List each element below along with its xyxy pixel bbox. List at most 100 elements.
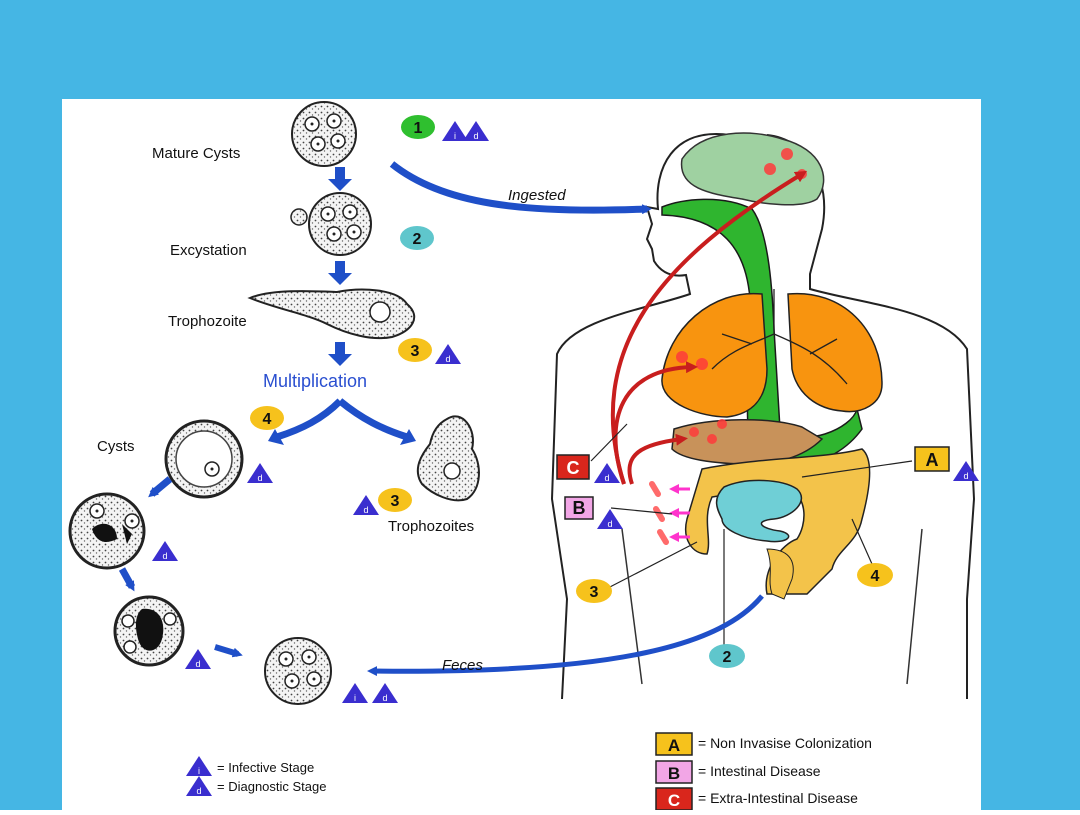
legend-c-letter: C xyxy=(668,791,680,810)
infective-triangle-1: i xyxy=(442,121,468,141)
diagnostic-triangle-multinucleate: d xyxy=(152,541,178,561)
ingested-arrow xyxy=(389,161,652,215)
label-box-b: B xyxy=(564,496,594,520)
arrow-cyst-to-nuclei xyxy=(148,476,173,498)
label-box-a: A xyxy=(914,446,950,472)
diagnostic-letter: d xyxy=(257,473,262,483)
life-cycle-diagram: Mature Cysts 1 i d Ingested Excystation … xyxy=(68,101,979,811)
infective-letter: i xyxy=(198,766,200,776)
trophozoite-image xyxy=(247,288,416,340)
badge-2-number: 2 xyxy=(723,649,732,666)
legend-infective: i = Infective Stage xyxy=(186,756,314,776)
arrow-nuclei-to-mature xyxy=(118,567,136,592)
excystation-image xyxy=(290,192,372,256)
diagnostic-letter: d xyxy=(382,693,387,703)
diagram-panel: Mature Cysts 1 i d Ingested Excystation … xyxy=(62,99,981,811)
diagnostic-letter: d xyxy=(473,131,478,141)
chromatoid-cyst-image xyxy=(113,595,185,667)
badge-4-body: 4 xyxy=(857,563,893,587)
diagnostic-letter: d xyxy=(196,786,201,796)
intestinal-arrows xyxy=(669,484,690,542)
legend-c: C = Extra-Intestinal Disease xyxy=(655,787,858,811)
diagnostic-letter: d xyxy=(607,519,612,529)
diagnostic-triangle-1: d xyxy=(463,121,489,141)
diagnostic-triangle-trophozoites: d xyxy=(353,495,379,515)
legend-a: A = Non Invasise Colonization xyxy=(655,732,872,756)
cecum-spots xyxy=(649,481,669,545)
multiplication-label: Multiplication xyxy=(263,371,367,391)
multinucleate-cyst-image xyxy=(68,492,146,570)
diagnostic-letter: d xyxy=(604,473,609,483)
badge-1: 1 xyxy=(401,115,435,139)
left-lung xyxy=(661,292,768,418)
badge-4-cycle: 4 xyxy=(250,406,284,430)
diagnostic-triangle-3: d xyxy=(435,344,461,364)
legend-diagnostic: d = Diagnostic Stage xyxy=(186,776,326,796)
legend-b-letter: B xyxy=(668,764,680,783)
badge-3-cycle: 3 xyxy=(398,338,432,362)
badge-3-number: 3 xyxy=(590,584,599,601)
label-box-c: C xyxy=(556,454,590,480)
cyst-image xyxy=(164,419,244,499)
diagnostic-letter: d xyxy=(195,659,200,669)
diagnostic-letter: d xyxy=(162,551,167,561)
infective-letter: i xyxy=(454,131,456,141)
badge-4-number: 4 xyxy=(263,411,272,428)
badge-4-number: 4 xyxy=(871,568,880,585)
label-b-letter: B xyxy=(573,498,586,518)
legend-a-text: = Non Invasise Colonization xyxy=(698,735,872,751)
split-arrowhead-right xyxy=(400,429,416,445)
small-intestine xyxy=(715,479,803,543)
badge-2-number: 2 xyxy=(413,231,422,248)
trophozoites-image xyxy=(416,415,480,502)
rectum xyxy=(766,548,794,600)
label-c-letter: C xyxy=(567,458,580,478)
stage-label-trophozoite: Trophozoite xyxy=(168,313,247,330)
infective-letter: i xyxy=(354,693,356,703)
ingested-label: Ingested xyxy=(508,187,566,204)
stage-label-trophozoites: Trophozoites xyxy=(388,518,474,535)
diagnostic-letter: d xyxy=(363,505,368,515)
badge-2-body: 2 xyxy=(709,644,745,668)
passed-mature-cyst-image xyxy=(264,637,332,705)
diagnostic-triangle-c: d xyxy=(594,463,620,483)
legend-infective-text: = Infective Stage xyxy=(217,760,314,775)
label-a-letter: A xyxy=(926,450,939,470)
legend-diagnostic-text: = Diagnostic Stage xyxy=(217,779,326,794)
cycle-down-arrows xyxy=(328,167,352,366)
lung-lesions xyxy=(676,351,708,370)
leader-lines xyxy=(590,423,913,647)
badge-2-cycle: 2 xyxy=(400,226,434,250)
liver xyxy=(671,419,824,465)
legend-a-letter: A xyxy=(668,736,680,755)
legend-b-text: = Intestinal Disease xyxy=(698,763,821,779)
stage-label-cysts: Cysts xyxy=(97,438,135,455)
extra-intestinal-arrows xyxy=(610,170,808,485)
badge-3-trophozoites: 3 xyxy=(378,488,412,512)
diagnostic-letter: d xyxy=(963,471,968,481)
mature-cyst-image xyxy=(291,101,357,167)
badge-3-body: 3 xyxy=(576,579,612,603)
trophozoites-nucleus xyxy=(443,462,461,480)
badge-3-number: 3 xyxy=(411,343,420,360)
feces-arrow xyxy=(367,594,764,677)
diagnostic-triangle-cysts: d xyxy=(247,463,273,483)
stage-label-excystation: Excystation xyxy=(170,242,247,259)
stage-label-mature-cysts: Mature Cysts xyxy=(152,145,240,162)
feces-label: Feces xyxy=(442,657,483,674)
legend-c-text: = Extra-Intestinal Disease xyxy=(698,790,858,806)
split-arrowhead-left xyxy=(268,429,284,445)
trophozoite-nucleus xyxy=(369,301,391,323)
infective-triangle-passed: i xyxy=(342,683,368,703)
right-lung xyxy=(787,292,883,413)
bronchi xyxy=(711,289,848,385)
diagnostic-triangle-chromatoid: d xyxy=(185,649,211,669)
diagnostic-triangle-passed: d xyxy=(372,683,398,703)
diagnostic-triangle-a: d xyxy=(953,461,979,481)
multiplication-split-arrow xyxy=(275,398,409,441)
badge-3-number: 3 xyxy=(391,493,400,510)
brain xyxy=(680,132,825,206)
arrow-to-passed-cyst xyxy=(214,644,243,658)
legend-b: B = Intestinal Disease xyxy=(655,760,821,784)
badge-1-number: 1 xyxy=(414,120,423,137)
